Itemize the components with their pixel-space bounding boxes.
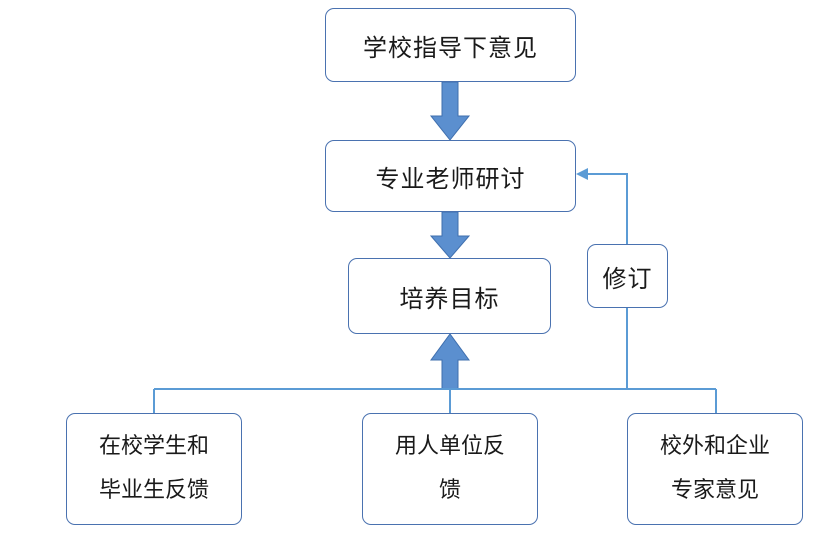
node-teacher-discussion: 专业老师研讨 (325, 140, 576, 212)
revision-loop-arrowhead (576, 168, 588, 180)
node-school-guidance-label: 学校指导下意见 (363, 33, 538, 62)
node-training-goal: 培养目标 (348, 258, 551, 334)
node-student-feedback-label: 在校学生和 毕业生反馈 (98, 434, 209, 503)
node-employer-feedback: 用人单位反 馈 (362, 413, 538, 525)
node-expert-opinion: 校外和企业 专家意见 (627, 413, 803, 525)
node-training-goal-label: 培养目标 (399, 284, 500, 313)
arrow-feedback-to-goal (430, 333, 470, 390)
arrow-guidance-to-discussion (429, 81, 471, 141)
node-teacher-discussion-label: 专业老师研讨 (375, 164, 526, 193)
node-school-guidance: 学校指导下意见 (325, 8, 576, 82)
node-revise: 修订 (587, 244, 668, 308)
node-employer-feedback-label: 用人单位反 馈 (394, 434, 505, 503)
arrow-discussion-to-goal (429, 211, 471, 259)
node-expert-opinion-label: 校外和企业 专家意见 (659, 434, 770, 503)
node-student-feedback: 在校学生和 毕业生反馈 (66, 413, 242, 525)
node-revise-label: 修订 (602, 264, 653, 293)
revision-loop-line (586, 173, 628, 389)
